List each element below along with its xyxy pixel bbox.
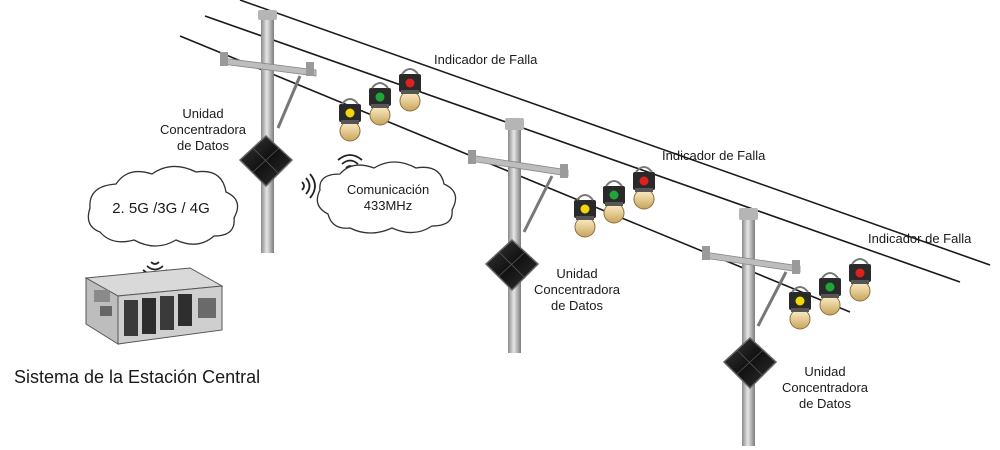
fault-indicator-red <box>848 258 872 302</box>
concentrator-label-line: Unidad <box>182 106 224 121</box>
fault-indicator-label-1: Indicador de Falla <box>434 52 538 67</box>
power-line-middle <box>204 15 961 283</box>
fault-indicator-group-1 <box>338 68 422 142</box>
concentrator-label-3: Unidad Concentradora de Datos <box>770 364 880 412</box>
radio-cloud-label-line: Comunicación <box>346 182 430 197</box>
utility-pole-1 <box>220 10 317 253</box>
fault-indicator-yellow <box>338 98 362 142</box>
concentrator-label-line: de Datos <box>550 298 604 313</box>
fault-indicator-yellow <box>573 194 597 238</box>
solar-panel-icon <box>723 337 777 389</box>
power-line-top <box>239 0 991 266</box>
radio-cloud <box>316 161 457 234</box>
central-station-label: Sistema de la Estación Central <box>14 367 261 387</box>
fault-indicator-green <box>818 272 842 316</box>
fault-indicator-green <box>602 180 626 224</box>
radio-cloud-label-line: 433MHz <box>363 198 413 213</box>
concentrator-label-line: de Datos <box>798 396 852 411</box>
concentrator-label-line: Concentradora <box>782 380 868 395</box>
wifi-signal-icon <box>301 173 316 199</box>
concentrator-label-2: Unidad Concentradora de Datos <box>522 266 632 314</box>
radio-cloud-label: Comunicación 433MHz <box>330 182 446 214</box>
concentrator-label-1: Unidad Concentradora de Datos <box>148 106 258 154</box>
fault-indicator-group-3 <box>788 258 872 330</box>
fault-indicator-yellow <box>788 286 812 330</box>
concentrator-label-line: de Datos <box>176 138 230 153</box>
concentrator-label-line: Concentradora <box>534 282 620 297</box>
cellular-cloud <box>87 165 239 247</box>
concentrator-label-line: Unidad <box>804 364 846 379</box>
fault-indicator-red <box>632 166 656 210</box>
utility-pole-3 <box>702 208 801 446</box>
concentrator-label-line: Unidad <box>556 266 598 281</box>
fault-indicator-red <box>398 68 422 112</box>
fault-indicator-label-3: Indicador de Falla <box>868 231 972 246</box>
fault-indicator-green <box>368 82 392 126</box>
fault-indicator-group-2 <box>573 166 656 238</box>
fault-indicator-label-2: Indicador de Falla <box>662 148 766 163</box>
control-room-icon <box>84 267 224 345</box>
cellular-cloud-label: 2. 5G /3G / 4G <box>112 200 210 217</box>
utility-pole-2 <box>468 118 569 353</box>
concentrator-label-line: Concentradora <box>160 122 246 137</box>
